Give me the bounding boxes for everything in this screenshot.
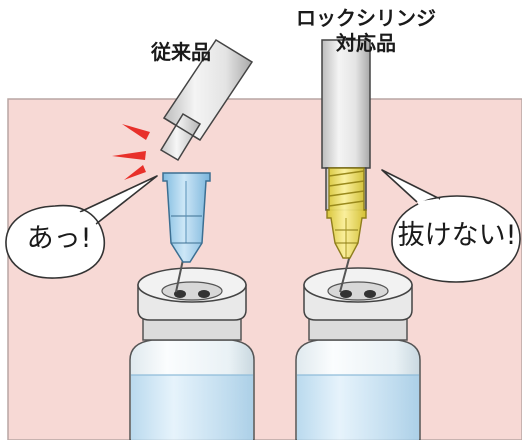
label-conventional: 従来品 [151, 40, 211, 64]
bubble-right-text: 抜けない! [397, 220, 517, 251]
needle-right [339, 254, 351, 293]
bubble-left-text: あっ! [26, 223, 92, 254]
vial-left [129, 267, 255, 440]
alert-marks [112, 124, 150, 180]
needle-hub-lock [326, 167, 367, 259]
speech-bubble-left [5, 175, 158, 279]
syringe-conventional [159, 38, 254, 162]
label-lock-syringe-line1: ロックシリンジ [296, 6, 436, 30]
vial-right [295, 267, 421, 440]
label-lock-syringe-line2: 対応品 [336, 31, 396, 55]
speech-bubble-right [381, 169, 521, 283]
needle-hub-conventional [162, 172, 211, 263]
